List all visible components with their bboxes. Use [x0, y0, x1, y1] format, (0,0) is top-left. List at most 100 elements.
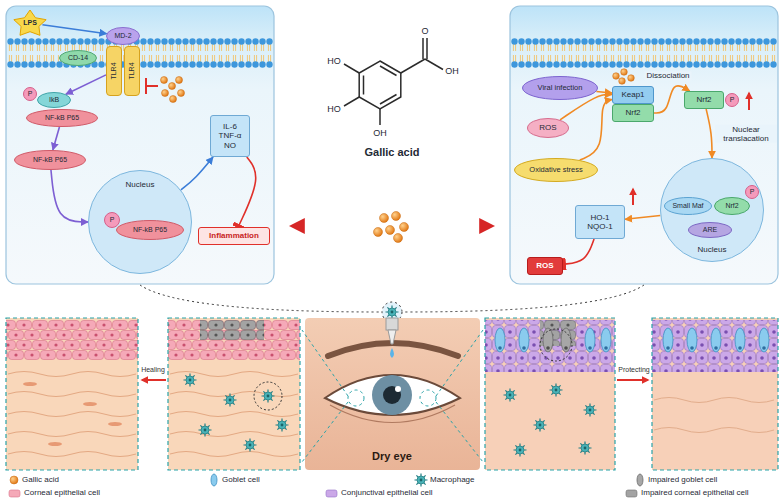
enzyme-box: HO-1 NQO-1: [575, 205, 625, 239]
receptor-bar: TLR4: [106, 46, 122, 96]
atom-label: HO: [327, 104, 341, 114]
healing-arrow: [142, 380, 166, 381]
cornea-injured: [168, 318, 300, 470]
node-text: Nrf2: [696, 95, 711, 104]
receptor-oval: MD-2: [106, 27, 140, 45]
protein-oval: IkB: [37, 92, 71, 108]
protein-box: Keap1: [612, 86, 654, 104]
gallic-acid-dots: [613, 69, 635, 85]
legend-entry: Macrophage: [430, 475, 474, 484]
node-text: CD-14: [68, 54, 88, 62]
node-text: Nrf2: [625, 108, 640, 117]
atom-label: OH: [373, 128, 387, 138]
stress-oval: Oxidative stress: [514, 158, 598, 182]
phospho-circle: P: [725, 93, 739, 107]
legend-entry: Corneal epithelial cell: [24, 488, 100, 497]
title-label: Gallic acid: [364, 146, 419, 159]
arrow-connector: [181, 157, 213, 190]
stress-oval: Viral infection: [522, 76, 598, 100]
phospho-circle: P: [104, 212, 120, 228]
node-text: NF-kB P65: [33, 156, 67, 164]
macrophage-icon: [386, 306, 399, 319]
legend-text: Corneal epithelial cell: [24, 488, 100, 497]
inhibition-connector: [238, 157, 256, 227]
title-label: Dry eye: [372, 450, 412, 463]
arrow-connector: [596, 91, 612, 92]
atom-label: O: [421, 26, 428, 36]
node-text: P: [750, 188, 755, 196]
node-text: MD-2: [114, 32, 131, 40]
edge-label: Dissociation: [644, 71, 691, 80]
legend-text: Conjunctival epithelial cell: [341, 488, 433, 497]
protein-oval: NF-kB P65: [116, 220, 184, 240]
node-text: Keap1: [621, 90, 644, 99]
protein-oval: NF-kB P65: [14, 150, 86, 170]
arrow-connector: [66, 75, 106, 94]
node-text: HO-1 NQO-1: [579, 213, 621, 231]
node-text: NF-kB P65: [133, 226, 167, 234]
nucleus-circle: NucleusP NF-kB P65: [88, 170, 192, 274]
node-text: Nucleus: [126, 180, 155, 189]
atom-label: OH: [445, 66, 459, 76]
outcome-box: Inflammation: [198, 227, 270, 245]
node-text: TLR4: [128, 62, 136, 79]
atom-label: HO: [327, 56, 341, 66]
conjunctiva-protected: [652, 318, 778, 470]
edge-label: Nuclear translacation: [715, 125, 777, 143]
receptor-oval: CD-14: [59, 50, 97, 66]
node-text: NF-kB P65: [45, 114, 79, 122]
legend-text: Goblet cell: [222, 475, 260, 484]
nucleus-circle: Nucleus Small Maf Nrf2 P ARE: [660, 158, 764, 262]
node-text: LPS: [23, 19, 37, 27]
node-text: ROS: [536, 261, 553, 270]
legend-entry: Conjunctival epithelial cell: [341, 488, 433, 497]
node-text: Inflammation: [209, 231, 259, 240]
legend-entry: Impaired corneal epithelial cell: [641, 488, 749, 497]
node-text: Nucleus: [698, 245, 727, 254]
eye-picture: [302, 318, 483, 470]
conjunctiva-injured: [485, 318, 615, 470]
stress-oval: ROS: [527, 118, 569, 138]
cytokine-box: IL-6 TNF-α NO: [210, 115, 250, 157]
legend-text: Macrophage: [430, 475, 474, 484]
signal-panel-left: [6, 6, 274, 284]
legend-text: Impaired goblet cell: [648, 475, 717, 484]
legend-text: Impaired corneal epithelial cell: [641, 488, 749, 497]
gallic-acid-dots: [161, 77, 185, 103]
inhibition-line: [146, 78, 158, 94]
cornea-healed: [6, 318, 138, 470]
legend-entry: Gallic acid: [22, 475, 59, 484]
signal-panel-right: [510, 6, 778, 284]
node-text: P: [110, 216, 115, 224]
protein-oval: Small Maf: [664, 197, 712, 215]
arrow-label: Protecting: [618, 366, 650, 374]
node-text: Viral infection: [538, 84, 583, 93]
protein-oval: NF-kB P65: [26, 109, 98, 127]
arrow-connector: [580, 99, 612, 160]
arrow-label: Healing: [141, 366, 165, 374]
zoom-lines: [140, 285, 644, 322]
inhibition-connector: [563, 239, 594, 264]
legend-entry: Impaired goblet cell: [648, 475, 717, 484]
protein-oval: Nrf2: [714, 197, 750, 215]
gallic-acid-dots: [374, 212, 409, 243]
arrow-connector: [625, 216, 660, 220]
node-text: P: [28, 90, 33, 98]
node-text: TLR4: [110, 62, 118, 79]
legend-icons: [9, 474, 643, 498]
lps-star: LPS: [12, 8, 48, 38]
node-text: IkB: [49, 96, 59, 104]
legend-text: Gallic acid: [22, 475, 59, 484]
node-text: Oxidative stress: [529, 166, 582, 175]
dna-element-oval: ARE: [688, 222, 732, 238]
protein-box: Nrf2: [684, 91, 724, 109]
protecting-arrow: [617, 380, 648, 381]
arrow-connector: [706, 109, 712, 158]
node-text: Small Maf: [672, 202, 703, 210]
node-text: Nrf2: [725, 202, 738, 210]
arrow-connector: [51, 170, 88, 222]
protein-box: Nrf2: [612, 104, 654, 122]
node-text: ROS: [539, 123, 556, 132]
legend-entry: Goblet cell: [222, 475, 260, 484]
ros-box: ROS: [527, 257, 563, 275]
